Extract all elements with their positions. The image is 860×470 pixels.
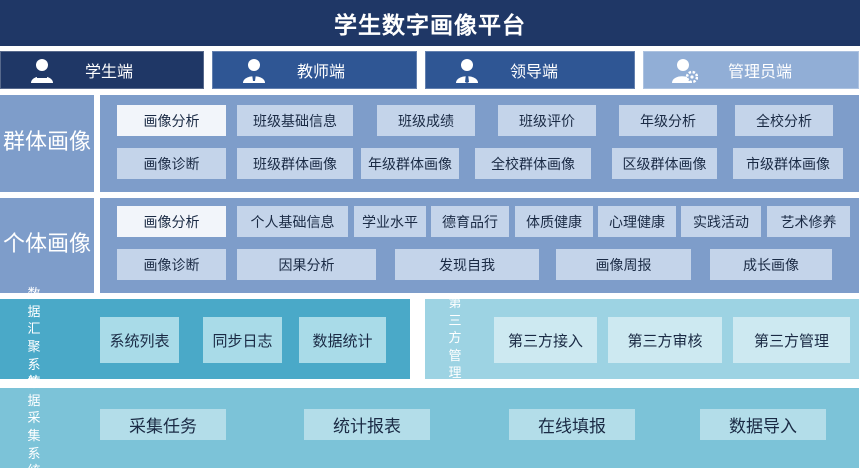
leader-icon [456, 59, 478, 83]
grade-group-portrait-button[interactable]: 年级群体画像 [361, 148, 459, 179]
statistics-report-button[interactable]: 统计报表 [304, 409, 430, 440]
data-aggregation-label: 数据汇聚系统 [27, 287, 41, 391]
group-portrait-label-bg [0, 95, 94, 192]
data-statistics-button[interactable]: 数据统计 [299, 317, 386, 363]
third-party-management-button[interactable]: 第三方管理 [733, 317, 850, 363]
moral-conduct-button[interactable]: 德育品行 [431, 206, 509, 237]
data-collection-label: 数据采集系统 [27, 376, 41, 470]
academic-level-button[interactable]: 学业水平 [354, 206, 426, 237]
data-import-button[interactable]: 数据导入 [700, 409, 826, 440]
system-list-button[interactable]: 系统列表 [100, 317, 179, 363]
school-group-portrait-button[interactable]: 全校群体画像 [475, 148, 591, 179]
class-group-portrait-button[interactable]: 班级群体画像 [237, 148, 353, 179]
third-party-review-button[interactable]: 第三方审核 [608, 317, 722, 363]
admin-gear-icon [672, 59, 698, 83]
teacher-icon [243, 59, 265, 83]
tab-admin-label: 管理员端 [728, 62, 793, 81]
growth-portrait-button[interactable]: 成长画像 [710, 249, 832, 280]
personal-basic-info-button[interactable]: 个人基础信息 [237, 206, 348, 237]
self-discovery-button[interactable]: 发现自我 [395, 249, 539, 280]
group-portrait-analysis-button[interactable]: 画像分析 [117, 105, 226, 136]
individual-portrait-diagnosis-button[interactable]: 画像诊断 [117, 249, 226, 280]
group-portrait-label: 群体画像 [2, 130, 91, 156]
tab-admin[interactable]: 管理员端 [643, 51, 859, 89]
third-party-label: 第三方管理 [448, 296, 462, 382]
third-party-access-button[interactable]: 第三方接入 [494, 317, 597, 363]
school-analysis-button[interactable]: 全校分析 [735, 105, 833, 136]
portrait-weekly-button[interactable]: 画像周报 [556, 249, 691, 280]
collection-task-button[interactable]: 采集任务 [100, 409, 226, 440]
individual-portrait-label-bg [0, 198, 94, 293]
online-fill-button[interactable]: 在线填报 [509, 409, 635, 440]
individual-portrait-analysis-button[interactable]: 画像分析 [117, 206, 226, 237]
tab-teacher-label: 教师端 [297, 62, 346, 81]
city-group-portrait-button[interactable]: 市级群体画像 [733, 148, 843, 179]
district-group-portrait-button[interactable]: 区级群体画像 [612, 148, 717, 179]
grade-analysis-button[interactable]: 年级分析 [619, 105, 717, 136]
group-portrait-diagnosis-button[interactable]: 画像诊断 [117, 148, 226, 179]
mental-health-button[interactable]: 心理健康 [598, 206, 676, 237]
individual-portrait-label: 个体画像 [2, 232, 91, 258]
physical-health-button[interactable]: 体质健康 [515, 206, 593, 237]
tab-leader[interactable]: 领导端 [425, 51, 635, 89]
class-grades-button[interactable]: 班级成绩 [377, 105, 475, 136]
platform-title: 学生数字画像平台 [0, 0, 860, 46]
class-evaluation-button[interactable]: 班级评价 [498, 105, 596, 136]
tab-teacher[interactable]: 教师端 [212, 51, 417, 89]
tab-student[interactable]: 学生端 [0, 51, 204, 89]
class-basic-info-button[interactable]: 班级基础信息 [237, 105, 353, 136]
tab-student-label: 学生端 [85, 62, 134, 81]
art-cultivation-button[interactable]: 艺术修养 [767, 206, 850, 237]
causal-analysis-button[interactable]: 因果分析 [237, 249, 376, 280]
sync-log-button[interactable]: 同步日志 [203, 317, 282, 363]
student-icon [31, 59, 53, 83]
tab-leader-label: 领导端 [510, 62, 559, 81]
practice-activity-button[interactable]: 实践活动 [681, 206, 761, 237]
